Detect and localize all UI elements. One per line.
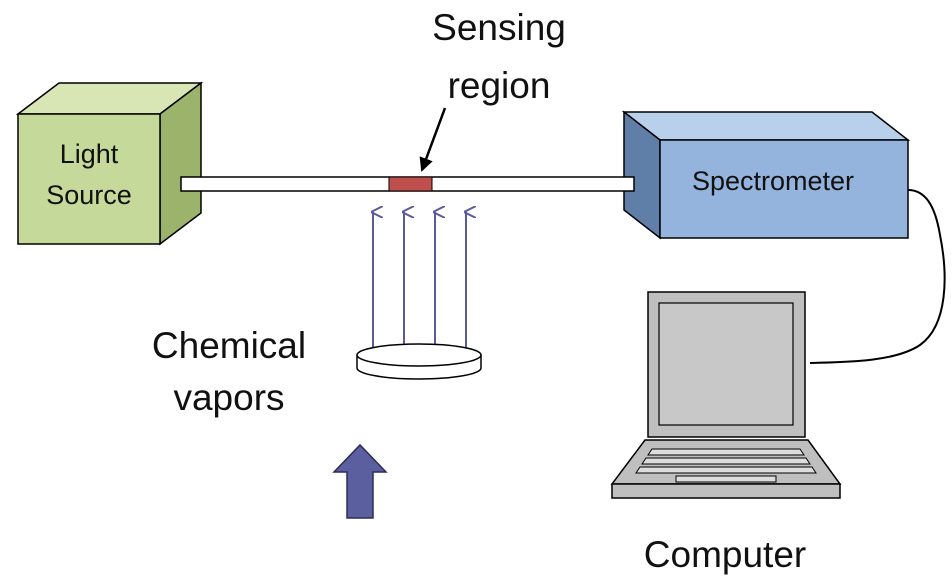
laptop-screen [658, 302, 794, 426]
sensing-pointer-arrow [419, 107, 447, 172]
sensing-region-label-line1: Sensing [432, 7, 566, 48]
touchpad [675, 475, 777, 483]
laptop-computer [610, 291, 842, 499]
keyboard-row [635, 466, 817, 474]
light-source-label-line2: Source [46, 180, 132, 210]
keyboard-row [641, 457, 811, 465]
chemical-vapors-label-line1: Chemical [152, 325, 306, 366]
laptop-base-front [611, 483, 841, 499]
keyboard-row [647, 448, 805, 456]
sample-dish [356, 343, 482, 380]
dish-rim [356, 343, 482, 367]
flow-block-arrow [332, 443, 388, 519]
spectrometer-front [659, 139, 909, 239]
spectrometer-top [621, 111, 911, 141]
sensing-region-marker [388, 176, 433, 192]
light-source-label-line1: Light [60, 139, 119, 169]
data-cable [809, 189, 946, 364]
light-source-cube [15, 81, 204, 246]
computer-label: Computer [644, 534, 806, 575]
spectrometer-box [621, 110, 911, 240]
sensing-region-label-line2: region [448, 65, 551, 106]
spectrometer-label: Spectrometer [692, 166, 854, 196]
chemical-vapors-label-line2: vapors [173, 377, 284, 418]
vapor-arrows [373, 212, 466, 350]
light-source-front [17, 113, 161, 245]
